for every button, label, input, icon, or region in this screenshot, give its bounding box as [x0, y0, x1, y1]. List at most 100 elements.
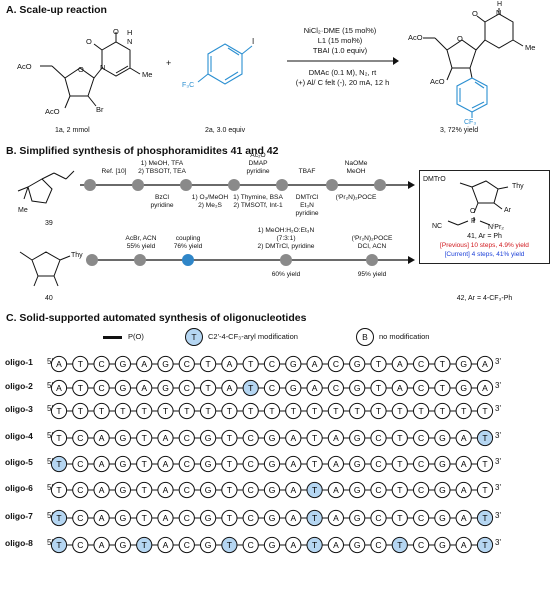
nucleotide	[327, 509, 344, 527]
route-node-bottom	[134, 254, 146, 266]
oligo-name: oligo-7	[5, 511, 33, 521]
nucleotide	[434, 536, 451, 554]
nucleotide	[455, 455, 472, 473]
nucleotide-base-letter: T	[142, 406, 147, 416]
nucleotide	[157, 379, 174, 397]
nucleotide	[221, 455, 238, 473]
nucleotide-base-letter: A	[99, 459, 105, 469]
nucleotide	[306, 355, 323, 373]
nucleotide-base-letter: T	[397, 485, 402, 495]
condition-catalyst: NiCl₂·DME (15 mol%)	[303, 26, 377, 35]
nucleotide-base-letter: T	[205, 406, 210, 416]
nucleotide-base-letter: T	[227, 540, 232, 550]
nucleotide-base-letter: G	[460, 359, 467, 369]
atom-o-carbonyl: O	[86, 37, 92, 46]
nucleotide-modified	[476, 536, 494, 554]
nucleotide-base-letter: G	[354, 383, 361, 393]
nucleotide	[114, 355, 132, 373]
nucleotide-base-letter: G	[205, 540, 212, 550]
nucleotide-modified	[306, 481, 323, 499]
atom-br: Br	[96, 105, 104, 114]
nucleotide-base-letter: A	[333, 540, 339, 550]
nucleotide	[221, 355, 238, 373]
condition-additive: TBAI (1.0 equiv)	[312, 46, 368, 55]
product-label: 3, 72% yield	[440, 127, 479, 134]
box-compound-41: 41, Ar = Ph	[467, 233, 502, 240]
nucleotide-base-letter: T	[227, 485, 232, 495]
nucleotide	[285, 379, 302, 397]
nucleotide-base-letter: T	[56, 513, 61, 523]
nucleotide	[157, 355, 174, 373]
nucleotide-base-letter: G	[269, 459, 276, 469]
nucleotide-base-letter: C	[418, 540, 424, 550]
nucleotide	[455, 429, 472, 447]
nucleotide	[221, 402, 238, 420]
nucleotide	[93, 355, 110, 373]
nucleotide	[349, 379, 366, 397]
nucleotide-base-letter: C	[184, 485, 190, 495]
nucleotide-base-letter: T	[56, 485, 61, 495]
nucleotide	[434, 429, 451, 447]
oligo-name: oligo-3	[5, 404, 33, 414]
nucleotide	[178, 481, 195, 499]
nucleotide-base-letter: A	[397, 383, 403, 393]
nucleotide-modified	[50, 509, 68, 527]
nucleotide	[200, 402, 217, 420]
compound-39-label: 39	[45, 220, 53, 227]
nucleotide	[178, 429, 195, 447]
nucleotide-base-letter: C	[184, 540, 190, 550]
nucleotide	[157, 509, 174, 527]
nucleotide-base-letter: T	[482, 433, 487, 443]
nucleotide-base-letter: A	[99, 513, 105, 523]
nucleotide	[327, 402, 344, 420]
nucleotide	[157, 429, 174, 447]
nucleotide-base-letter: T	[227, 433, 232, 443]
nucleotide-base-letter: G	[354, 359, 361, 369]
box-o: O	[470, 208, 476, 215]
nucleotide	[476, 379, 494, 397]
three-prime-label: 3'	[495, 538, 501, 547]
five-prime-label: 5'	[47, 404, 53, 413]
nucleotide	[178, 536, 195, 554]
nucleotide-base-letter: G	[354, 513, 361, 523]
nucleotide-base-letter: C	[184, 513, 190, 523]
nucleotide-base-letter: A	[163, 513, 169, 523]
nucleotide	[391, 455, 408, 473]
nucleotide	[285, 536, 302, 554]
nucleotide-base-letter: A	[227, 359, 233, 369]
nucleotide	[200, 429, 217, 447]
nucleotide	[72, 429, 89, 447]
legend-unmodified-circle: B	[356, 328, 374, 346]
route-bottom-step-below: 95% yield	[357, 271, 387, 278]
nucleotide-base-letter: A	[461, 485, 467, 495]
nucleotide-base-letter: G	[269, 485, 276, 495]
nucleotide	[93, 481, 110, 499]
route-node-top	[180, 179, 192, 191]
nucleotide-base-letter: C	[184, 433, 190, 443]
nucleotide-modified	[242, 379, 259, 397]
five-prime-label: 5'	[47, 538, 53, 547]
compound-39-methyls: Me	[18, 207, 28, 214]
nucleotide	[455, 355, 472, 373]
nucleotide-base-letter: T	[440, 406, 445, 416]
nucleotide-base-letter: T	[376, 406, 381, 416]
nucleotide	[263, 355, 281, 373]
route-bottom-step-below: 60% yield	[271, 271, 301, 278]
nucleotide-base-letter: T	[312, 406, 317, 416]
nucleotide-base-letter: G	[205, 513, 212, 523]
nucleotide	[391, 481, 408, 499]
nucleotide	[327, 481, 344, 499]
nucleotide-base-letter: C	[248, 433, 254, 443]
three-prime-label: 3'	[495, 404, 501, 413]
atom-aco-1: AcO	[17, 62, 32, 71]
nucleotide	[72, 379, 89, 397]
nucleotide	[50, 402, 68, 420]
route-node-coupling	[182, 254, 194, 266]
nucleotide-base-letter: T	[397, 513, 402, 523]
nucleotide	[221, 509, 238, 527]
